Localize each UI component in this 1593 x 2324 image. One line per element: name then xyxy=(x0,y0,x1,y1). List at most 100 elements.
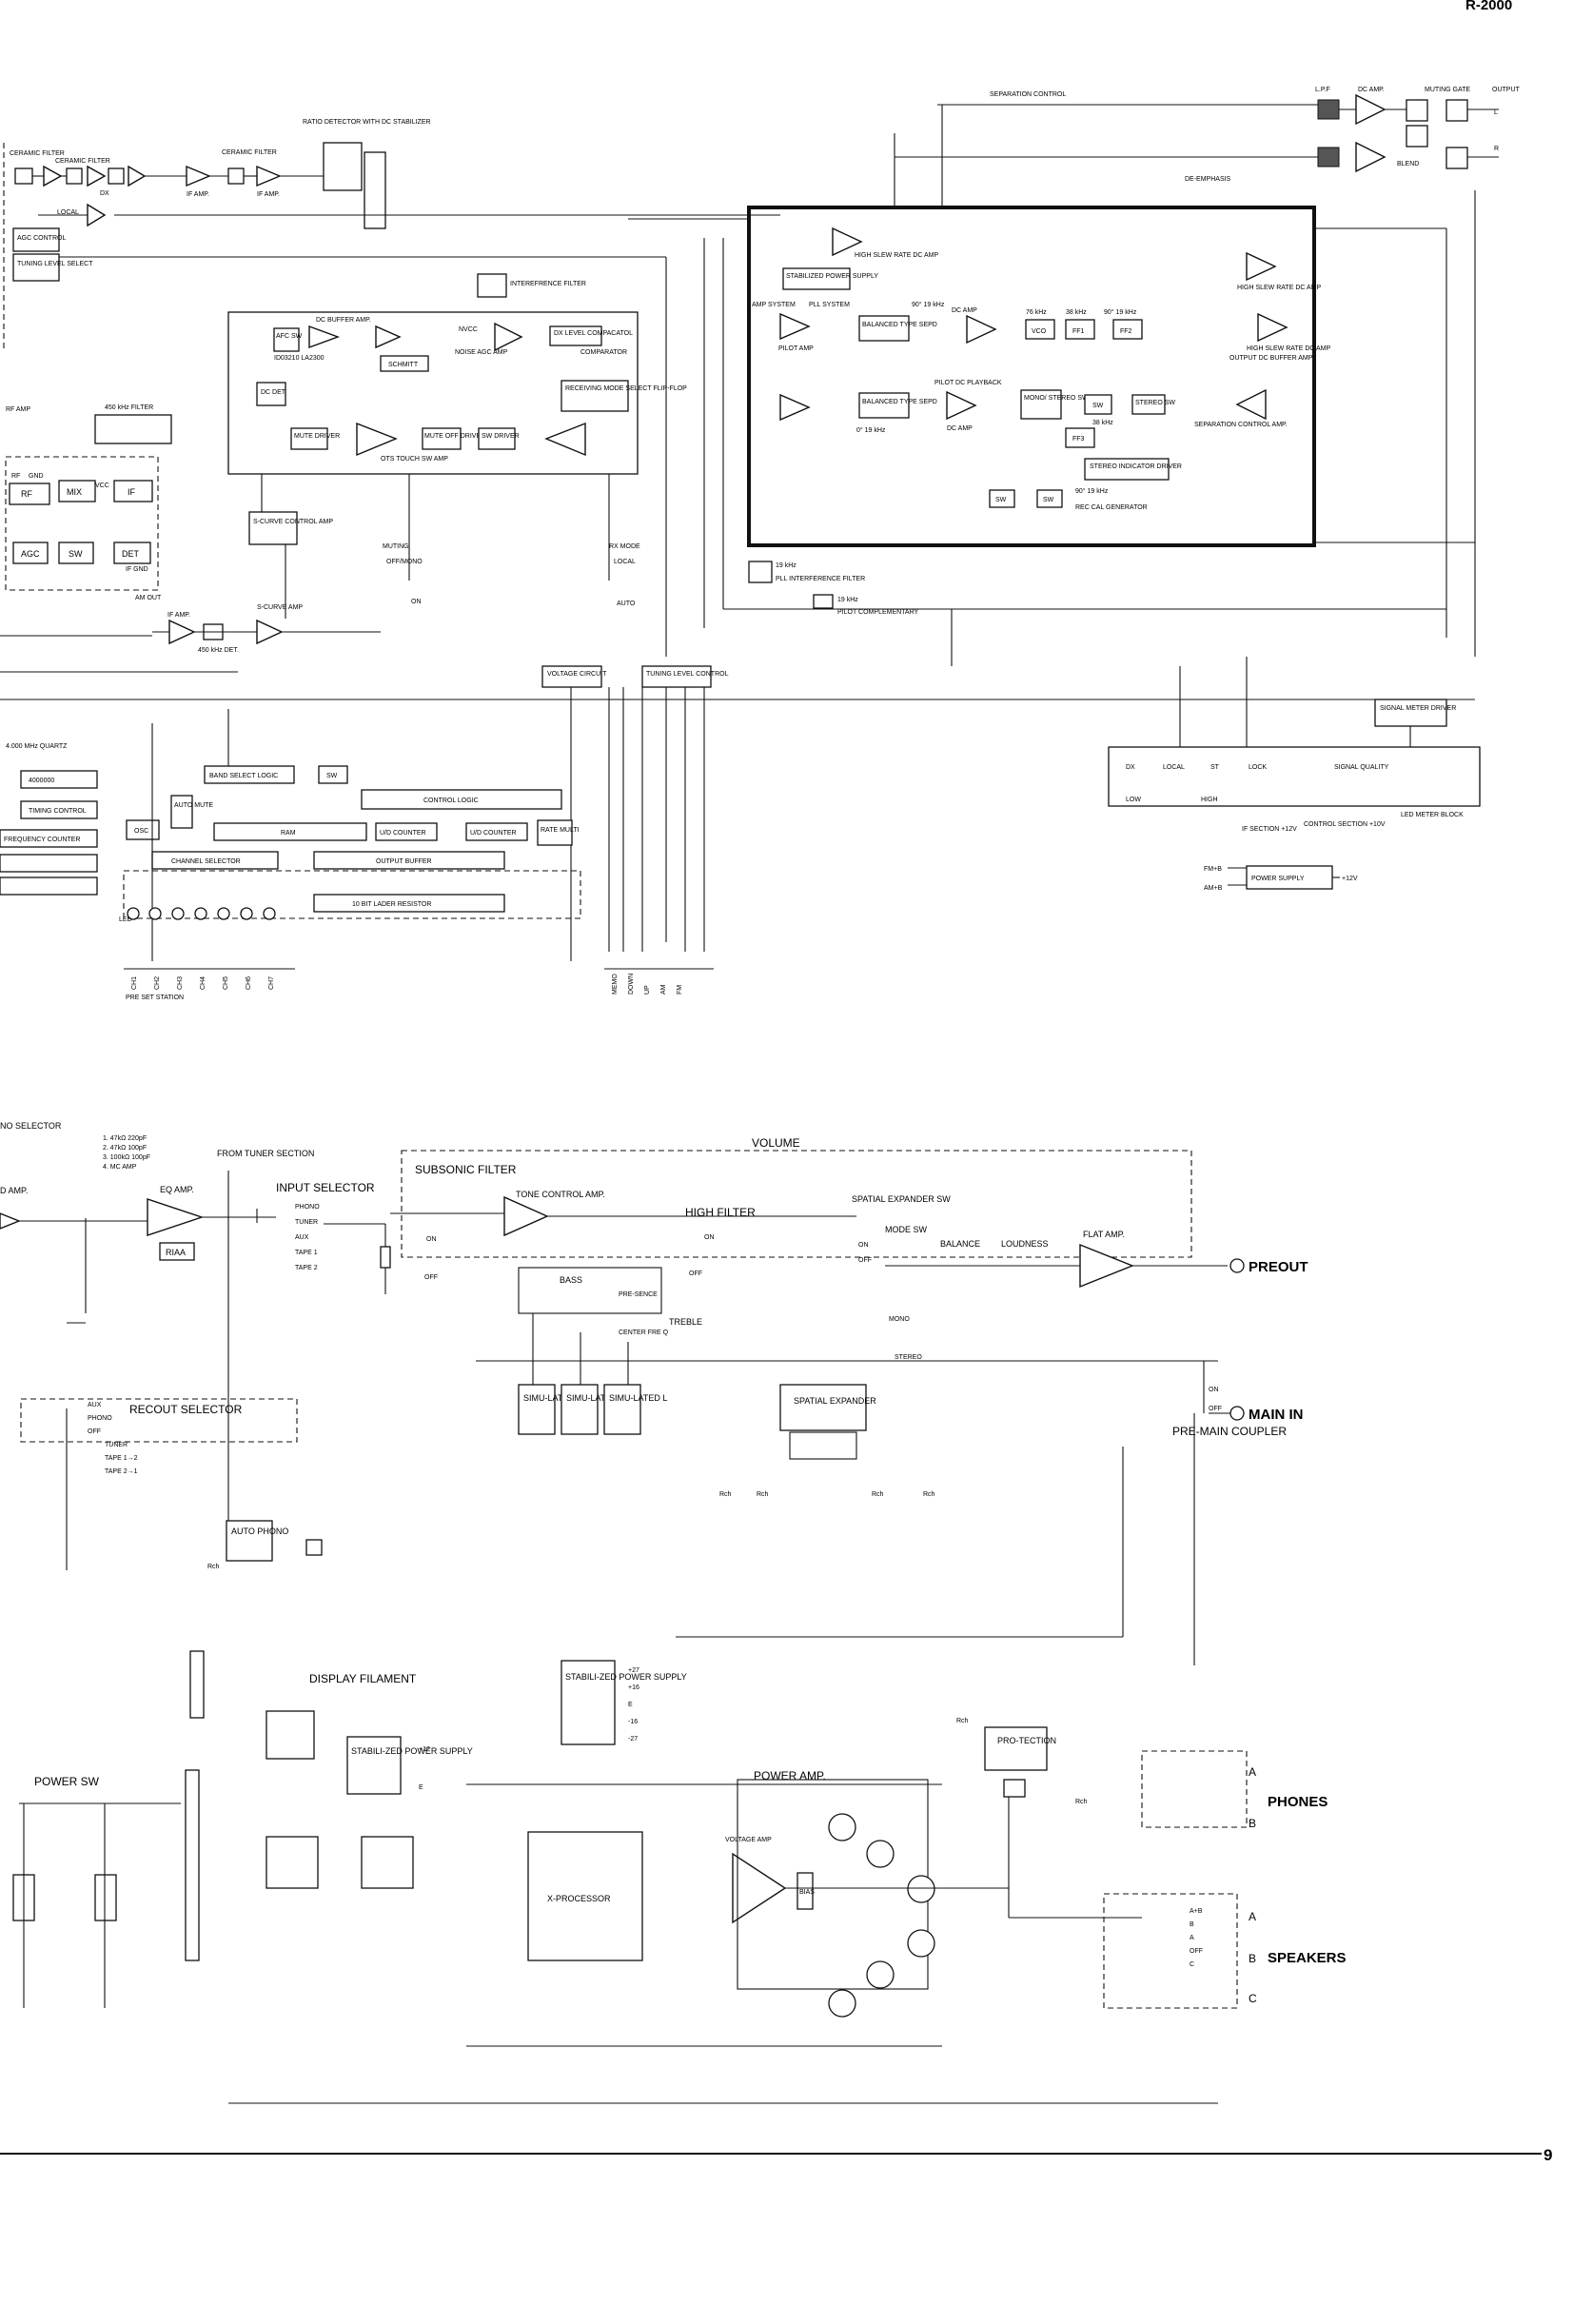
simulated-l-1-box xyxy=(518,1384,556,1435)
am-sw-box xyxy=(58,542,94,564)
recout-option-label: TUNER xyxy=(105,1442,128,1448)
label-center-freq: CENTER FRE Q xyxy=(619,1329,669,1336)
label-off-4: OFF xyxy=(858,1257,872,1264)
label-quartz: 4.000 MHz QUARTZ xyxy=(6,743,68,750)
label-mute-off-driver: MUTE OFF DRIVER xyxy=(424,433,485,440)
label-gnd: GND xyxy=(29,473,44,480)
label-led: LED xyxy=(119,916,132,923)
comparator-amp-2 xyxy=(544,422,586,457)
sw-3-box xyxy=(989,489,1015,508)
label-450-filter: 450 kHz FILTER xyxy=(105,404,153,411)
label-agc-control: AGC CONTROL xyxy=(17,235,66,242)
band-select-logic-box xyxy=(204,765,295,784)
label-mute-driver: MUTE DRIVER xyxy=(294,433,340,440)
label-protection: PRO-TECTION xyxy=(997,1736,1056,1745)
label-tuning-level-control: TUNING LEVEL CONTROL xyxy=(646,671,729,678)
receiving-mode-box xyxy=(560,380,629,412)
label-ots-touch: OTS TOUCH SW AMP xyxy=(381,456,448,463)
tuner-button-label: UP xyxy=(644,985,651,995)
ff1-box xyxy=(1065,319,1095,340)
preset-ch-label: CH2 xyxy=(154,976,161,990)
label-stereo-indicator: STEREO INDICATOR DRIVER xyxy=(1090,463,1182,470)
transistor-4 xyxy=(907,1929,935,1958)
label-balance: BALANCE xyxy=(940,1239,980,1249)
label-ceramic-filter-2: CERAMIC FILTER xyxy=(55,158,110,165)
label-f76: 76 kHz xyxy=(1026,309,1047,316)
label-v-e: E xyxy=(628,1702,633,1708)
preset-led-7 xyxy=(263,907,276,920)
label-am-b: AM+B xyxy=(1204,885,1223,892)
label-sw-driver: SW DRIVER xyxy=(482,433,520,440)
label-timing-control: TIMING CONTROL xyxy=(29,808,87,815)
label-auto-phono: AUTO PHONO xyxy=(231,1526,288,1536)
label-preset-station: PRE SET STATION xyxy=(126,995,184,1001)
voltage-amp xyxy=(732,1852,787,1924)
bridge-rect-2 xyxy=(266,1836,319,1889)
blend-box xyxy=(1406,125,1428,148)
top-corner-label: R-2000 xyxy=(1465,0,1512,13)
label-d-amp: D AMP. xyxy=(0,1186,28,1195)
preset-led-6 xyxy=(240,907,253,920)
label-dc-amp-3: DC AMP xyxy=(947,425,973,432)
recout-option-label: TAPE 2→1 xyxy=(105,1468,138,1475)
muting-gate-l2 xyxy=(1446,99,1468,122)
label-f19-4: 90° 19 kHz xyxy=(1075,487,1109,495)
dc-buffer-amp-2 xyxy=(375,325,402,349)
input-selector-option: AUX xyxy=(295,1234,309,1241)
preset-ch-label: CH4 xyxy=(200,976,206,990)
label-output-dc-buffer: OUTPUT DC BUFFER AMP xyxy=(1229,355,1313,362)
label-f38: 38 kHz xyxy=(1066,309,1087,316)
speaker-option-label: A+B xyxy=(1190,1908,1203,1915)
fuse-2 xyxy=(94,1874,117,1921)
label-f38-2: 38 kHz xyxy=(1092,420,1113,426)
stereo-indicator-box xyxy=(1084,458,1170,481)
ots-touch-amp xyxy=(356,422,398,457)
dc-amp-3 xyxy=(946,390,977,421)
phono-option-label: 3. 100kΩ 100pF xyxy=(103,1154,150,1161)
label-power-supply-small: POWER SUPPLY xyxy=(1251,876,1305,882)
rf-box-label: RF xyxy=(21,489,32,499)
label-lpf: L.P.F xyxy=(1315,87,1330,93)
spatial-expander-net xyxy=(789,1431,857,1460)
label-rch-1: Rch xyxy=(207,1564,220,1570)
filter-450-box xyxy=(94,414,172,444)
label-balanced-sepd-1: BALANCED TYPE SEPD xyxy=(862,322,937,328)
label-ud-counter-2: U/D COUNTER xyxy=(470,830,517,837)
label-treble: TREBLE xyxy=(669,1317,702,1327)
label-high: HIGH xyxy=(1201,797,1218,803)
label-dx: DX xyxy=(100,190,109,197)
label-pll-system: PLL SYSTEM xyxy=(809,302,850,308)
separation-control-amp xyxy=(1235,388,1267,421)
page-number: 9 xyxy=(1544,2146,1552,2164)
label-rf: RF xyxy=(11,473,20,480)
ceramic-filter-1-box xyxy=(14,167,33,185)
s-curve-amp xyxy=(256,619,284,645)
ratio-detector-transformer xyxy=(323,142,363,191)
transistor-2 xyxy=(866,1840,895,1868)
label-if-amp-3: IF AMP. xyxy=(167,612,190,619)
label-ceramic-filter-1: CERAMIC FILTER xyxy=(10,150,65,157)
phono-option-label: 2. 47kΩ 100pF xyxy=(103,1145,147,1152)
dc-det-box xyxy=(256,382,286,406)
label-f19-1: 90° 19 kHz xyxy=(912,301,945,308)
mute-off-driver-box xyxy=(422,427,462,450)
label-sp-b: B xyxy=(1249,1952,1256,1965)
preset-ch-label: CH7 xyxy=(268,976,275,990)
amp-1 xyxy=(43,165,63,187)
lpf-r xyxy=(1317,147,1340,167)
amp-system-amp xyxy=(779,393,811,422)
label-control-section: CONTROL SECTION +10V xyxy=(1304,821,1386,828)
speaker-option-label: A xyxy=(1190,1935,1194,1941)
preout-jack xyxy=(1229,1258,1245,1273)
label-noise-agc-amp: NOISE AGC AMP xyxy=(455,349,508,356)
label-f19-5: 19 kHz xyxy=(776,562,796,569)
label-output-buffer: OUTPUT BUFFER xyxy=(376,858,432,865)
muting-gate-r xyxy=(1446,147,1468,169)
flat-amp xyxy=(1079,1243,1134,1289)
volume-outline xyxy=(401,1150,1192,1258)
label-v-minus16: -16 xyxy=(628,1719,638,1725)
label-output-r: R xyxy=(1494,146,1499,152)
am-ic-outline xyxy=(5,456,159,591)
label-sw-5: SW xyxy=(326,773,338,779)
